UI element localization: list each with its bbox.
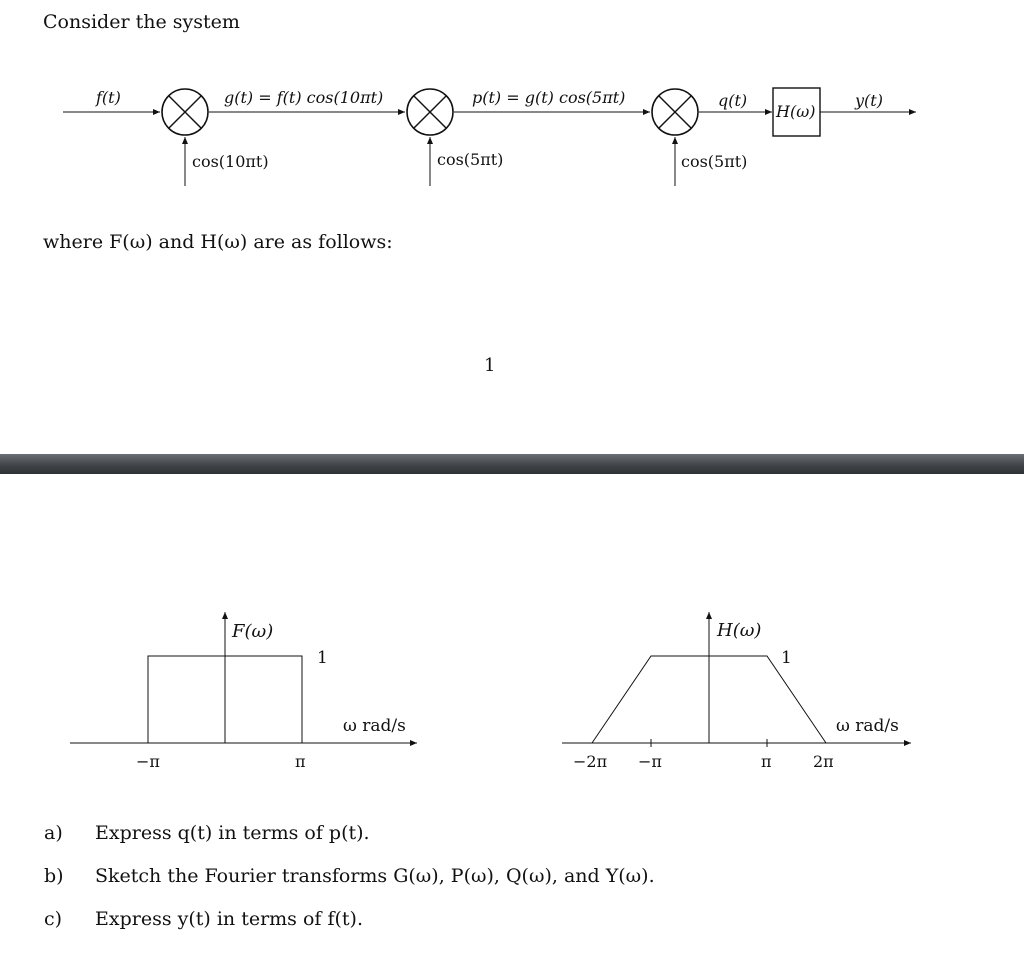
intro-text: Consider the system [43,11,240,33]
plot-F: F(ω) 1 ω rad/s −π π [70,612,417,771]
question-b-label: b) [44,865,64,887]
plot-H-tick-pi: π [761,752,772,771]
plot-H-tick-neg-pi: −π [638,752,662,771]
plot-F-tick-neg-pi: −π [136,752,160,771]
mixer-2-input-label: cos(5πt) [437,150,503,169]
plot-H-trapezoid [591,655,827,744]
question-c-label: c) [44,908,63,930]
question-a-label: a) [44,822,63,844]
plot-F-rect [147,655,303,743]
p-label: p(t) = g(t) cos(5πt) [472,88,625,107]
stray-label: 1 [484,355,496,376]
plot-H: H(ω) 1 ω rad/s −2π −π π 2π [562,612,911,771]
plot-H-title: H(ω) [716,620,761,641]
question-c: c) Express y(t) in terms of f(t). [44,908,363,930]
input-label: f(t) [95,88,121,107]
filter-box [772,87,821,137]
plot-F-tick-pi: π [295,752,306,771]
plot-F-title: F(ω) [231,621,273,642]
plot-H-axis-label: ω rad/s [836,716,899,736]
spectrum-plots: F(ω) 1 ω rad/s −π π H(ω) 1 ω rad/s −2π −… [70,612,911,771]
output-label: y(t) [854,91,883,110]
mixer-3 [651,88,699,136]
mixer-3-input-label: cos(5πt) [681,152,747,171]
filter-label: H(ω) [775,102,815,121]
plot-H-tick-neg-2pi: −2π [573,752,607,771]
question-b-text: Sketch the Fourier transforms G(ω), P(ω)… [95,865,655,887]
where-text: where F(ω) and H(ω) are as follows: [43,231,393,253]
plot-F-axis-label: ω rad/s [343,716,406,736]
question-a: a) Express q(t) in terms of p(t). [44,822,370,844]
question-c-text: Express y(t) in terms of f(t). [95,908,364,930]
question-a-text: Express q(t) in terms of p(t). [95,822,370,844]
mixer-1 [161,88,209,136]
mixer-1-input-label: cos(10πt) [192,152,269,171]
plot-H-height-label: 1 [781,648,792,668]
g-label: g(t) = f(t) cos(10πt) [224,88,383,107]
plot-F-height-label: 1 [317,648,328,668]
block-diagram: f(t) g(t) = f(t) cos(10πt) p(t) = g(t) c… [63,87,916,186]
mixer-2 [406,88,454,136]
divider-bar [0,454,1024,474]
question-b: b) Sketch the Fourier transforms G(ω), P(… [44,865,655,887]
plot-H-tick-2pi: 2π [813,752,834,771]
q-label: q(t) [718,91,747,110]
